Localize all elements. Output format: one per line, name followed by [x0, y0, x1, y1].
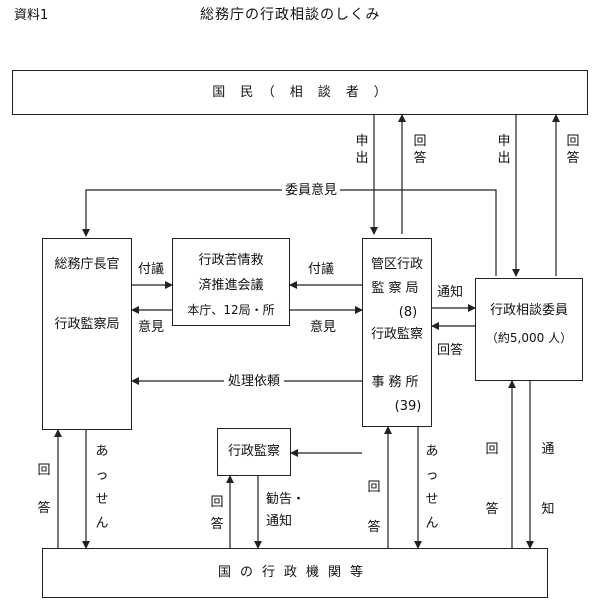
- node-kokumin-label: 国 民 （ 相 談 者 ）: [212, 85, 388, 100]
- node-kansatsu-label: 行政監察: [227, 444, 280, 459]
- header-label: 資料1: [14, 8, 49, 23]
- label-moshide: 申 出: [355, 134, 369, 166]
- label-kaito-kanku: 回 答: [367, 480, 381, 535]
- node-iin-count: （約5,000 人）: [485, 331, 573, 345]
- label-assen-left: あ っ せ ん: [95, 444, 109, 531]
- label-kankoku-2: 通知: [266, 514, 293, 529]
- page-title: 総務庁の行政相談のしくみ: [200, 7, 381, 23]
- node-iin: 行政相談委員 （約5,000 人）: [475, 278, 583, 381]
- label-kaito-iin: 回答: [437, 343, 464, 358]
- node-kokumin: 国 民 （ 相 談 者 ）: [12, 70, 588, 115]
- label-iken-right: 意見: [310, 320, 337, 335]
- label-iken-left: 意見: [138, 320, 165, 335]
- node-kikan-label: 国の行政機関等: [217, 565, 372, 580]
- node-kanku-line5: 事務所: [371, 375, 423, 390]
- label-fugi-left: 付議: [138, 262, 165, 277]
- label-moshide-2: 申 出: [497, 134, 511, 166]
- node-kujo-line2: 済推進会議: [198, 278, 264, 293]
- node-kansatsu: 行政監察: [217, 428, 291, 476]
- node-kujo: 行政苦情救 済推進会議 本庁、12局・所: [172, 238, 290, 326]
- node-kanku: 管区行政 監察局 (8) 行政監察 事務所 (39): [362, 238, 432, 427]
- node-kanku-line1: 管区行政: [370, 257, 423, 272]
- label-tsuchi: 通知: [437, 285, 464, 300]
- node-chokan: 総務庁長官 行政監察局: [42, 238, 132, 430]
- label-kaito: 回 答: [413, 134, 427, 166]
- node-kanku-line2: 監察局: [371, 281, 423, 296]
- label-assen-kanku: あ っ せ ん: [425, 444, 439, 531]
- node-chokan-title: 総務庁長官: [54, 257, 120, 272]
- node-iin-title: 行政相談委員: [489, 303, 568, 318]
- label-tsuchi-iin: 通 知: [541, 442, 555, 517]
- node-kanku-line4: 行政監察: [370, 327, 423, 342]
- node-kanku-line6: (39): [394, 399, 422, 414]
- label-fugi-right: 付議: [308, 262, 335, 277]
- node-kujo-line3: 本庁、12局・所: [187, 303, 275, 317]
- node-kikan: 国の行政機関等: [42, 548, 548, 598]
- label-iin-iken: 委員意見: [282, 183, 341, 198]
- label-kaito-kansatsu: 回 答: [210, 495, 224, 532]
- label-kankoku-1: 勧告・: [266, 492, 306, 507]
- label-shori: 処理依頼: [224, 374, 285, 389]
- node-kanku-line3: (8): [398, 305, 418, 320]
- node-kujo-line1: 行政苦情救: [198, 253, 264, 268]
- label-kaito-iin-2: 回 答: [485, 442, 499, 517]
- label-kaito-left: 回 答: [37, 463, 51, 516]
- node-chokan-bureau: 行政監察局: [54, 317, 120, 332]
- label-kaito-2: 回 答: [566, 134, 580, 166]
